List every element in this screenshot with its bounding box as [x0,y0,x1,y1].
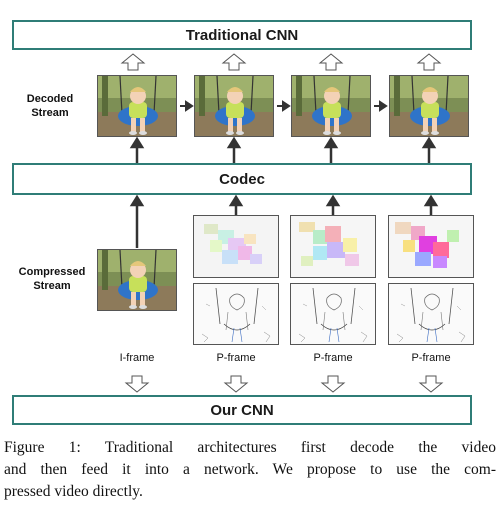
compressed-to-codec-arrows [129,194,439,248]
up-arrow-3-icon [318,53,344,71]
our-cnn-box: Our CNN [12,395,472,425]
figure-caption: Figure 1: Traditional architectures firs… [4,437,496,503]
decoded-frame-1-image [97,75,177,137]
sequence-arrows [180,100,388,112]
p-frame-3-residual-image [388,283,474,345]
p-frame-1-residual-image [193,283,279,345]
traditional-cnn-box: Traditional CNN [12,20,472,50]
codec-box: Codec [12,163,472,195]
frame-label-p3: P-frame [411,352,451,364]
down-arrow-4-icon [418,375,444,393]
up-arrow-1-icon [120,53,146,71]
traditional-cnn-label: Traditional CNN [185,26,299,44]
decoded-frame-3-image [291,75,371,137]
codec-label: Codec [219,170,265,188]
caption-line-2: and then feed it into a network. We prop… [4,461,496,478]
p-frame-2-motion-svg [291,216,375,277]
decoded-frame-2-image [194,75,274,137]
p-frame-2-residual-image [290,283,376,345]
compressed-label-line1: Compressed [18,266,86,278]
decoded-stream-label: Decoded Stream [10,92,90,120]
p-frame-3-motion-svg [389,216,473,277]
p-frame-3-motion-vector-image [388,215,474,278]
p-frame-1-motion-svg [194,216,278,277]
i-frame-image [97,249,177,311]
down-arrow-2-icon [223,375,249,393]
p-frame-1-motion-vector-image [193,215,279,278]
hollow-down-arrows [124,375,444,393]
frame-label-i: I-frame [119,352,155,364]
up-arrow-4-icon [416,53,442,71]
caption-line-3: pressed video directly. [4,483,143,500]
decoded-frame-4-image [389,75,469,137]
codec-to-decoded-arrows [129,136,437,163]
compressed-label-line2: Stream [33,280,71,292]
down-arrow-3-icon [320,375,346,393]
decoded-label-line1: Decoded [26,93,74,105]
p-frame-2-motion-vector-image [290,215,376,278]
down-arrow-1-icon [124,375,150,393]
decoded-label-line2: Stream [31,107,69,119]
our-cnn-label: Our CNN [210,401,274,419]
caption-line-1: Figure 1: Traditional architectures firs… [4,439,496,456]
up-arrow-2-icon [221,53,247,71]
compressed-stream-label: Compressed Stream [10,265,94,293]
hollow-up-arrows [120,53,442,71]
frame-label-p2: P-frame [313,352,353,364]
frame-label-p1: P-frame [216,352,256,364]
